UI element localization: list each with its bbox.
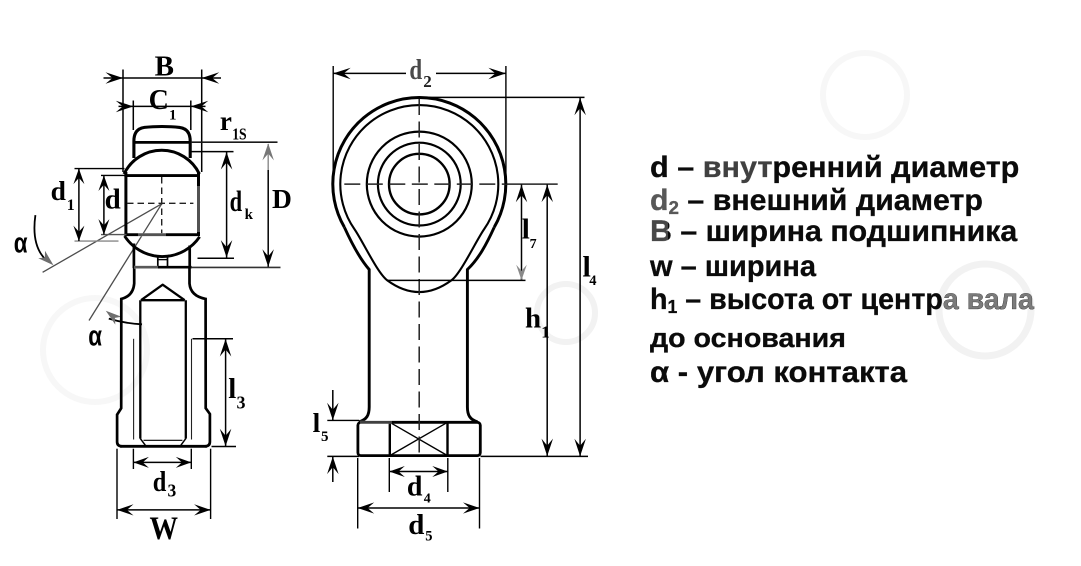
svg-text:d: d xyxy=(153,467,167,498)
svg-text:7: 7 xyxy=(530,237,537,252)
svg-text:C: C xyxy=(149,85,169,116)
svg-text:4: 4 xyxy=(424,491,431,506)
svg-text:d: d xyxy=(51,175,66,206)
svg-text:W: W xyxy=(150,511,179,547)
svg-text:2: 2 xyxy=(423,72,432,91)
svg-text:d: d xyxy=(407,471,423,502)
svg-text:l: l xyxy=(313,407,321,438)
svg-text:1: 1 xyxy=(541,323,550,342)
svg-text:B: B xyxy=(155,50,174,82)
svg-text:4: 4 xyxy=(589,273,596,289)
svg-text:l: l xyxy=(522,214,530,246)
svg-text:k: k xyxy=(245,207,254,223)
svg-text:5: 5 xyxy=(321,429,329,445)
svg-text:5: 5 xyxy=(425,529,432,545)
svg-text:1: 1 xyxy=(67,197,75,214)
svg-text:1: 1 xyxy=(169,108,177,124)
svg-text:d: d xyxy=(105,184,121,216)
svg-text:D: D xyxy=(272,183,292,214)
svg-text:l: l xyxy=(583,251,591,284)
svg-text:d: d xyxy=(409,55,422,86)
svg-text:α: α xyxy=(14,228,28,260)
svg-text:d: d xyxy=(408,509,424,541)
svg-text:h: h xyxy=(525,302,541,334)
svg-text:3: 3 xyxy=(237,393,246,413)
svg-text:d: d xyxy=(230,185,243,218)
svg-text:3: 3 xyxy=(168,481,177,501)
svg-text:α: α xyxy=(88,320,102,352)
svg-text:1S: 1S xyxy=(232,124,247,143)
svg-text:r: r xyxy=(220,106,232,136)
svg-text:l: l xyxy=(228,373,236,405)
